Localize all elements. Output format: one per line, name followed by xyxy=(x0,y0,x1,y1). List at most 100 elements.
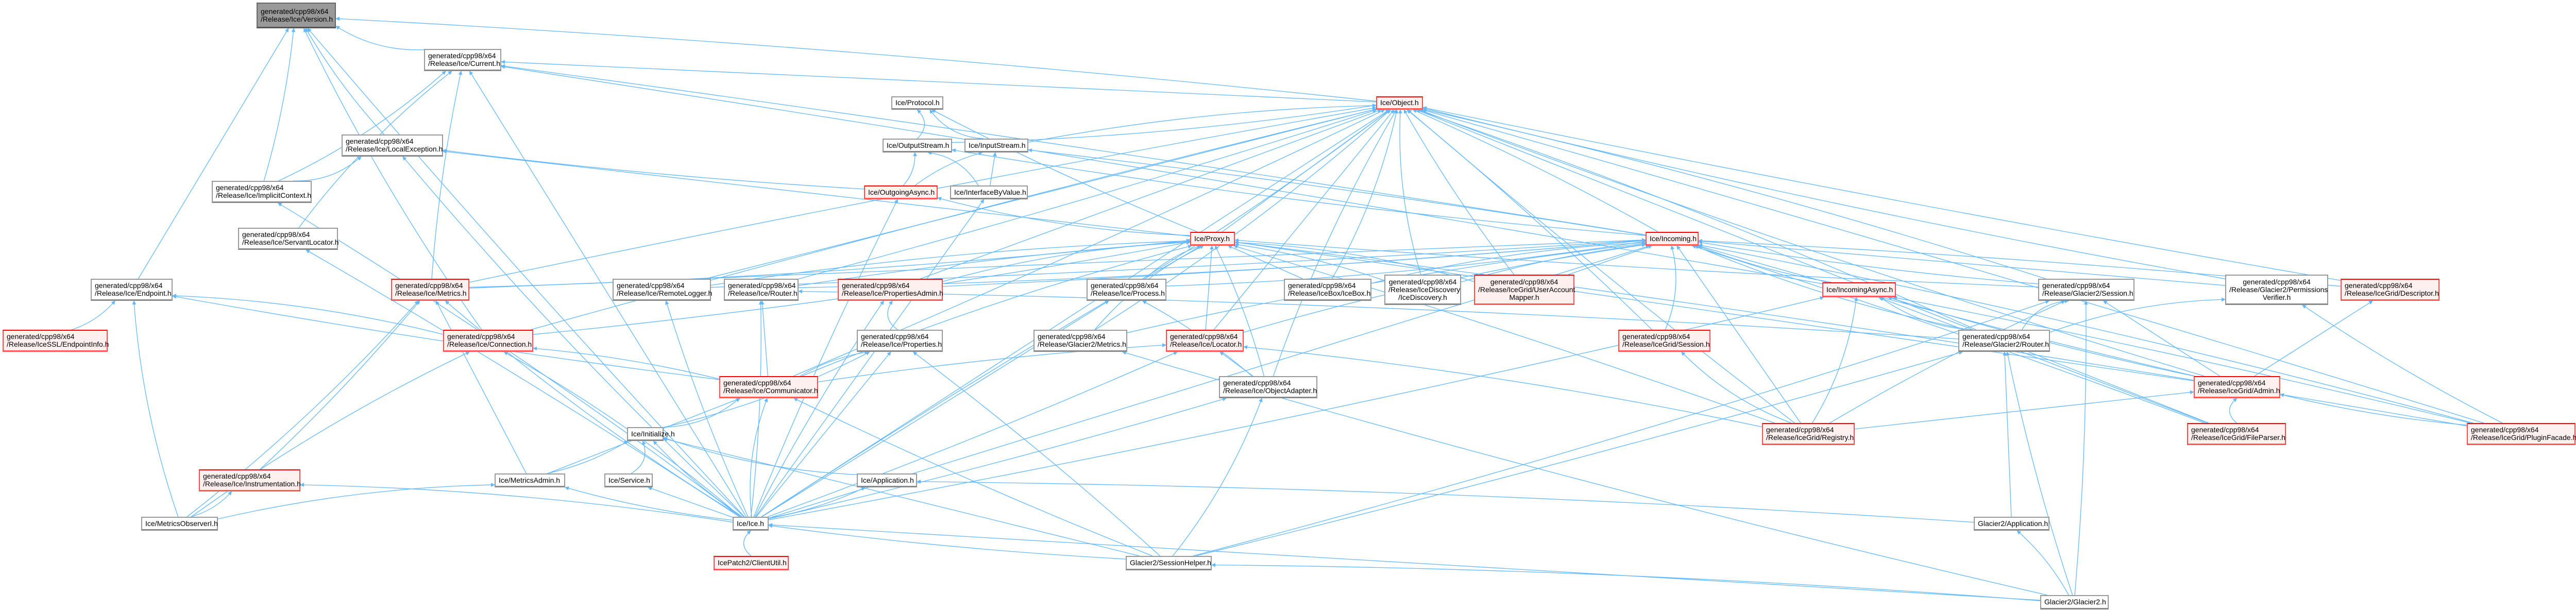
graph-node-fileparser[interactable]: generated/cpp98/x64 /Release/IceGrid/Fil… xyxy=(2187,423,2286,445)
graph-node-metrics[interactable]: generated/cpp98/x64 /Release/Ice/Metrics… xyxy=(391,279,469,301)
edge-process-to-object xyxy=(1142,109,1391,279)
graph-node-label: generated/cpp98/x64 /Release/Ice/ObjectA… xyxy=(1223,379,1317,395)
graph-node-object[interactable]: Ice/Object.h xyxy=(1376,96,1423,110)
graph-node-endpoint[interactable]: generated/cpp98/x64 /Release/Ice/Endpoin… xyxy=(91,279,173,301)
graph-node-label: generated/cpp98/x64 /Release/Ice/RemoteL… xyxy=(617,281,713,297)
edge-registry-to-incomingasync xyxy=(1812,297,1858,423)
graph-node-metricsadmin[interactable]: Ice/MetricsAdmin.h xyxy=(495,473,565,487)
graph-node-label: generated/cpp98/x64 /Release/Ice/Endpoin… xyxy=(95,281,172,297)
graph-node-clientutil[interactable]: IcePatch2/ClientUtil.h xyxy=(714,556,789,570)
graph-node-glacier2[interactable]: Glacier2/Glacier2.h xyxy=(2040,595,2109,609)
graph-node-localexception[interactable]: generated/cpp98/x64 /Release/Ice/LocalEx… xyxy=(342,134,443,157)
graph-node-metricsobserver[interactable]: Ice/MetricsObserverI.h xyxy=(141,517,218,531)
edge-gridsession-to-incoming xyxy=(1665,245,1676,330)
edge-metricsobserver-to-instrumentation xyxy=(191,491,232,517)
graph-node-communicator[interactable]: generated/cpp98/x64 /Release/Ice/Communi… xyxy=(719,376,818,398)
edge-g2application-to-application xyxy=(917,479,1974,523)
edge-iceh-to-current xyxy=(469,71,747,517)
graph-node-application[interactable]: Ice/Application.h xyxy=(857,473,917,487)
graph-node-router[interactable]: generated/cpp98/x64 /Release/Ice/Router.… xyxy=(724,279,799,301)
graph-node-gridsession[interactable]: generated/cpp98/x64 /Release/IceGrid/Ses… xyxy=(1618,330,1710,352)
edge-metricsobserver-to-endpoint xyxy=(132,300,179,517)
graph-node-pluginfacade[interactable]: generated/cpp98/x64 /Release/IceGrid/Plu… xyxy=(2467,423,2576,445)
graph-node-g2session[interactable]: generated/cpp98/x64 /Release/Glacier2/Se… xyxy=(2038,279,2134,301)
graph-node-label: generated/cpp98/x64 /Release/Ice/Servant… xyxy=(242,230,339,246)
graph-node-label: Ice/OutputStream.h xyxy=(887,141,950,149)
edge-icebox-to-incoming xyxy=(1371,241,1646,284)
graph-node-useraccountmapper[interactable]: generated/cpp98/x64 /Release/IceGrid/Use… xyxy=(1474,275,1575,305)
graph-node-descriptor[interactable]: generated/cpp98/x64 /Release/IceGrid/Des… xyxy=(2341,279,2439,301)
edge-useraccountmapper-to-object xyxy=(1403,109,1515,275)
graph-node-inputstream[interactable]: Ice/InputStream.h xyxy=(964,139,1028,152)
edge-pluginfacade-to-object xyxy=(1421,109,2484,423)
edge-iceh-to-connection xyxy=(503,351,741,517)
edge-gridadmin-to-descriptor xyxy=(2254,300,2373,377)
graph-node-properties[interactable]: generated/cpp98/x64 /Release/Ice/Propert… xyxy=(857,330,943,352)
graph-node-icediscovery[interactable]: generated/cpp98/x64 /Release/IceDiscover… xyxy=(1384,275,1461,305)
graph-node-label: generated/cpp98/x64 /Release/IceDiscover… xyxy=(1388,277,1461,301)
edge-current-to-version xyxy=(335,26,425,50)
graph-node-label: Glacier2/Glacier2.h xyxy=(2044,598,2106,606)
graph-node-instrumentation[interactable]: generated/cpp98/x64 /Release/Ice/Instrum… xyxy=(199,469,301,492)
edge-object-to-current xyxy=(501,60,1377,103)
graph-node-registry[interactable]: generated/cpp98/x64 /Release/IceGrid/Reg… xyxy=(1762,423,1855,445)
graph-node-gridadmin[interactable]: generated/cpp98/x64 /Release/IceGrid/Adm… xyxy=(2194,376,2280,398)
edge-implicitcontext-to-version xyxy=(263,28,296,181)
graph-node-g2router[interactable]: generated/cpp98/x64 /Release/Glacier2/Ro… xyxy=(1958,330,2050,352)
graph-node-label: generated/cpp98/x64 /Release/Ice/Metrics… xyxy=(395,281,467,297)
edge-incoming-to-current xyxy=(501,64,1646,235)
graph-node-current[interactable]: generated/cpp98/x64 /Release/Ice/Current… xyxy=(424,49,501,71)
graph-node-servantlocator[interactable]: generated/cpp98/x64 /Release/Ice/Servant… xyxy=(238,228,339,250)
edge-implicitcontext-to-localexception xyxy=(293,156,362,181)
graph-node-label: generated/cpp98/x64 /Release/IceGrid/Plu… xyxy=(2471,426,2576,442)
graph-node-label: generated/cpp98/x64 /Release/Ice/Propert… xyxy=(842,281,943,297)
edge-sessionhelper-to-g2session xyxy=(1193,300,2050,556)
edge-glacier2-to-sessionhelper xyxy=(1211,563,2041,601)
graph-node-icebox[interactable]: generated/cpp98/x64 /Release/IceBox/IceB… xyxy=(1284,279,1371,301)
edge-g2application-to-g2router xyxy=(2003,351,2012,517)
graph-node-endpointinfo[interactable]: generated/cpp98/x64 /Release/IceSSL/Endp… xyxy=(3,330,109,352)
graph-node-process[interactable]: generated/cpp98/x64 /Release/Ice/Process… xyxy=(1087,279,1166,301)
graph-node-label: Ice/Incoming.h xyxy=(1650,234,1697,243)
graph-node-sessionhelper[interactable]: Glacier2/SessionHelper.h xyxy=(1126,556,1212,570)
graph-node-label: generated/cpp98/x64 /Release/Ice/Process… xyxy=(1091,281,1165,297)
edge-localexception-to-version xyxy=(305,28,385,135)
graph-node-remotelogger[interactable]: generated/cpp98/x64 /Release/Ice/RemoteL… xyxy=(613,279,713,301)
graph-node-iceh[interactable]: Ice/Ice.h xyxy=(733,517,769,531)
graph-node-label: generated/cpp98/x64 /Release/IceSSL/Endp… xyxy=(7,332,109,348)
graph-node-outgoingasync[interactable]: Ice/OutgoingAsync.h xyxy=(864,185,938,199)
graph-node-implicitcontext[interactable]: generated/cpp98/x64 /Release/Ice/Implici… xyxy=(212,181,312,203)
edge-pluginfacade-to-incomingasync xyxy=(1893,296,2470,423)
graph-node-initialize[interactable]: Ice/Initialize.h xyxy=(627,427,675,441)
edge-iceh-to-metricsadmin xyxy=(565,486,733,521)
graph-node-label: Ice/MetricsObserverI.h xyxy=(145,519,218,528)
edge-properties-to-propertiesadmin xyxy=(887,300,898,330)
graph-node-proxy[interactable]: Ice/Proxy.h xyxy=(1190,232,1235,246)
edge-instrumentation-to-metrics xyxy=(260,300,420,470)
graph-node-outputstream[interactable]: Ice/OutputStream.h xyxy=(883,139,952,152)
graph-node-service[interactable]: Ice/Service.h xyxy=(604,473,653,487)
graph-node-objectadapter[interactable]: generated/cpp98/x64 /Release/Ice/ObjectA… xyxy=(1219,376,1317,398)
edge-sessionhelper-to-objectadapter xyxy=(1172,398,1263,556)
graph-node-label: generated/cpp98/x64 /Release/Ice/Router.… xyxy=(728,281,798,297)
graph-node-g2metrics[interactable]: generated/cpp98/x64 /Release/Glacier2/Me… xyxy=(1033,330,1127,352)
graph-node-incomingasync[interactable]: Ice/IncomingAsync.h xyxy=(1822,282,1896,297)
graph-node-connection[interactable]: generated/cpp98/x64 /Release/Ice/Connect… xyxy=(443,330,533,352)
graph-node-permissionsverifier[interactable]: generated/cpp98/x64 /Release/Glacier2/Pe… xyxy=(2225,275,2328,305)
graph-node-propertiesadmin[interactable]: generated/cpp98/x64 /Release/Ice/Propert… xyxy=(838,279,943,301)
graph-node-label: generated/cpp98/x64 /Release/Ice/Communi… xyxy=(723,379,818,395)
edge-gridadmin-to-proxy xyxy=(1234,240,2194,381)
graph-node-version[interactable]: generated/cpp98/x64 /Release/Ice/Version… xyxy=(257,3,336,28)
graph-node-locator[interactable]: generated/cpp98/x64 /Release/Ice/Locator… xyxy=(1166,330,1244,352)
edge-router-to-proxy xyxy=(798,240,1191,286)
edge-registry-to-proxy xyxy=(1233,245,1775,423)
edge-sessionhelper-to-initialize xyxy=(663,437,1140,556)
edge-registry-to-g2session xyxy=(1829,300,2065,423)
edge-registry-to-locator xyxy=(1243,345,1762,428)
graph-node-protocol[interactable]: Ice/Protocol.h xyxy=(891,96,943,110)
graph-node-incoming[interactable]: Ice/Incoming.h xyxy=(1646,232,1699,246)
graph-node-g2application[interactable]: Glacier2/Application.h xyxy=(1974,517,2049,531)
graph-node-interfacebyvalue[interactable]: Ice/InterfaceByValue.h xyxy=(950,185,1028,199)
